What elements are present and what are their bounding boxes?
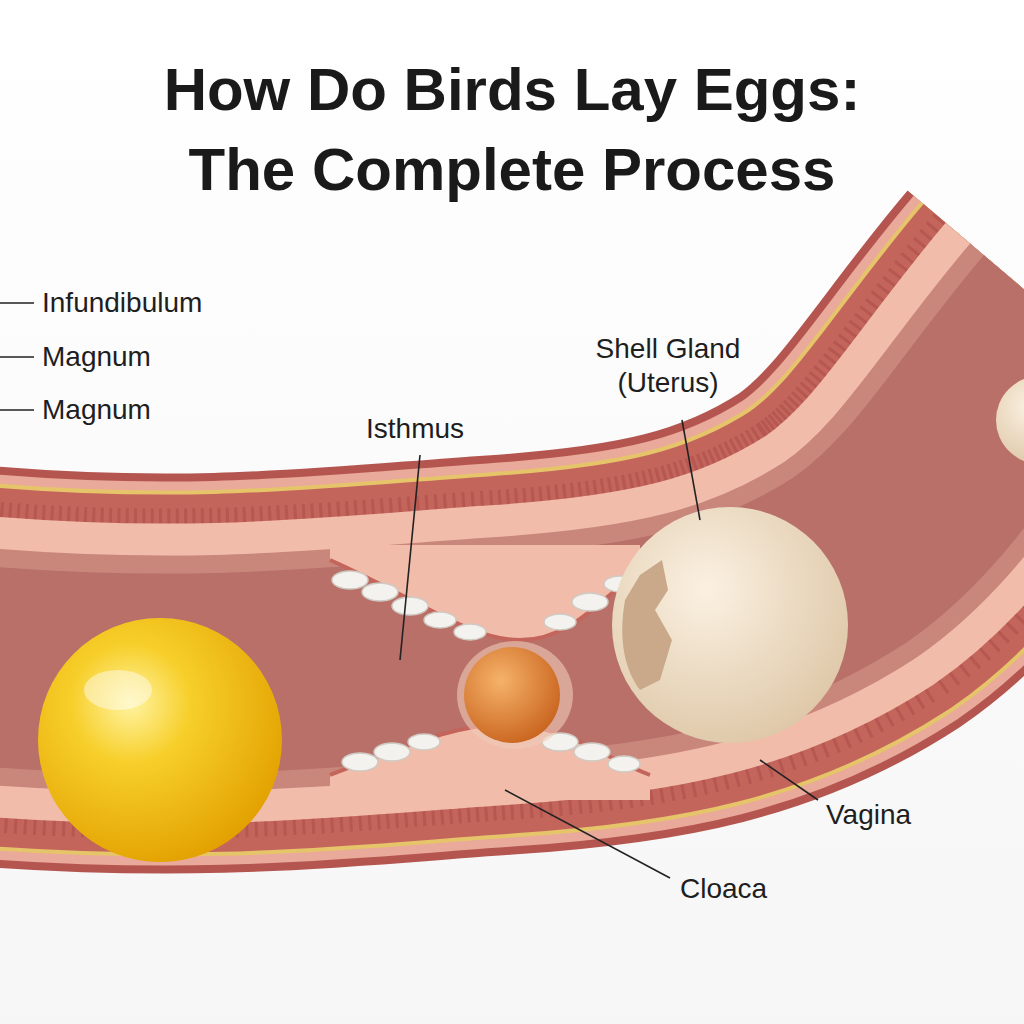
part-label: Isthmus — [366, 412, 464, 446]
part-label: Magnum — [42, 393, 151, 427]
part-label: Cloaca — [680, 872, 767, 906]
yolk — [38, 618, 282, 862]
albumen-folds — [332, 571, 640, 772]
part-label: Vagina — [826, 798, 911, 832]
developing-egg — [457, 641, 573, 749]
next-egg — [996, 376, 1024, 464]
shelled-egg — [612, 507, 848, 743]
part-label: Shell Gland (Uterus) — [568, 332, 768, 400]
page-title: How Do Birds Lay Eggs: The Complete Proc… — [102, 50, 922, 210]
part-label: Infundibulum — [42, 286, 202, 320]
part-label: Magnum — [42, 340, 151, 374]
leader-lines — [0, 303, 818, 878]
